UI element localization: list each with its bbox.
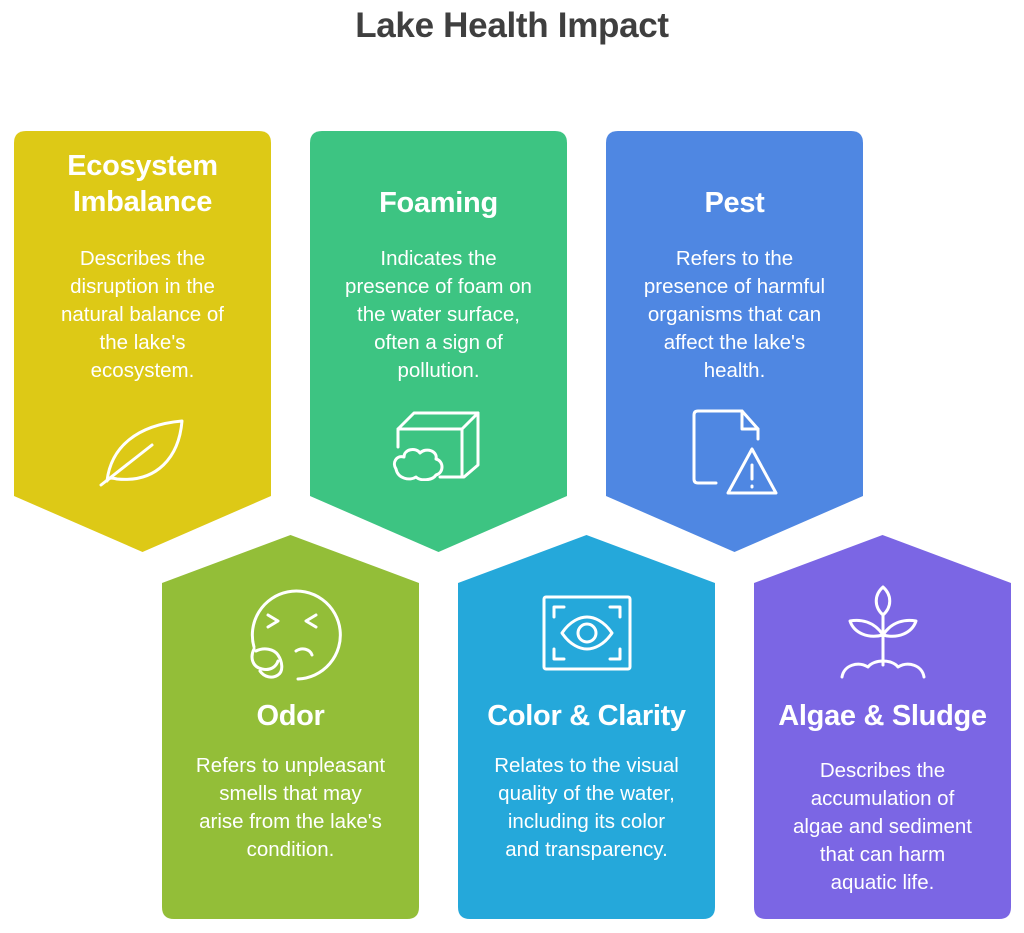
leaf-icon	[99, 419, 184, 487]
foam-cube-icon	[392, 411, 480, 481]
card-odor: Odor Refers to unpleasant smells that ma…	[162, 535, 419, 919]
card-color-clarity: Color & Clarity Relates to the visual qu…	[458, 535, 715, 919]
card-description: Describes the disruption in the natural …	[61, 247, 224, 382]
card-heading: Pest	[704, 187, 765, 219]
card-foaming: Foaming Indicates the presence of foam o…	[310, 131, 567, 552]
card-shape	[310, 131, 567, 552]
card-heading: Ecosystem Imbalance	[67, 150, 218, 218]
card-description: Refers to unpleasant smells that may ari…	[195, 754, 386, 861]
card-heading: Foaming	[379, 187, 498, 219]
card-algae-sludge: Algae & Sludge Describes the accumulatio…	[754, 535, 1011, 919]
card-pest: Pest Refers to the presence of harmful o…	[606, 131, 863, 552]
card-heading: Color & Clarity	[487, 700, 686, 732]
card-description: Refers to the presence of harmful organi…	[643, 247, 826, 382]
card-description: Relates to the visual quality of the wat…	[494, 754, 679, 861]
card-ecosystem-imbalance: Ecosystem Imbalance Describes the disrup…	[14, 131, 271, 552]
card-shape	[606, 131, 863, 552]
card-shape	[458, 535, 715, 919]
card-shape	[162, 535, 419, 919]
card-shape	[14, 131, 271, 552]
card-shape	[754, 535, 1011, 919]
card-heading: Algae & Sludge	[778, 700, 987, 732]
disgusted-face-icon	[250, 589, 342, 681]
eye-scan-icon	[542, 595, 632, 671]
page-title: Lake Health Impact	[355, 6, 669, 45]
card-description: Describes the accumulation of algae and …	[793, 759, 972, 894]
sprout-icon	[840, 585, 926, 679]
card-description: Indicates the presence of foam on the wa…	[345, 247, 532, 382]
document-warning-icon	[692, 409, 778, 495]
card-heading: Odor	[256, 700, 325, 732]
